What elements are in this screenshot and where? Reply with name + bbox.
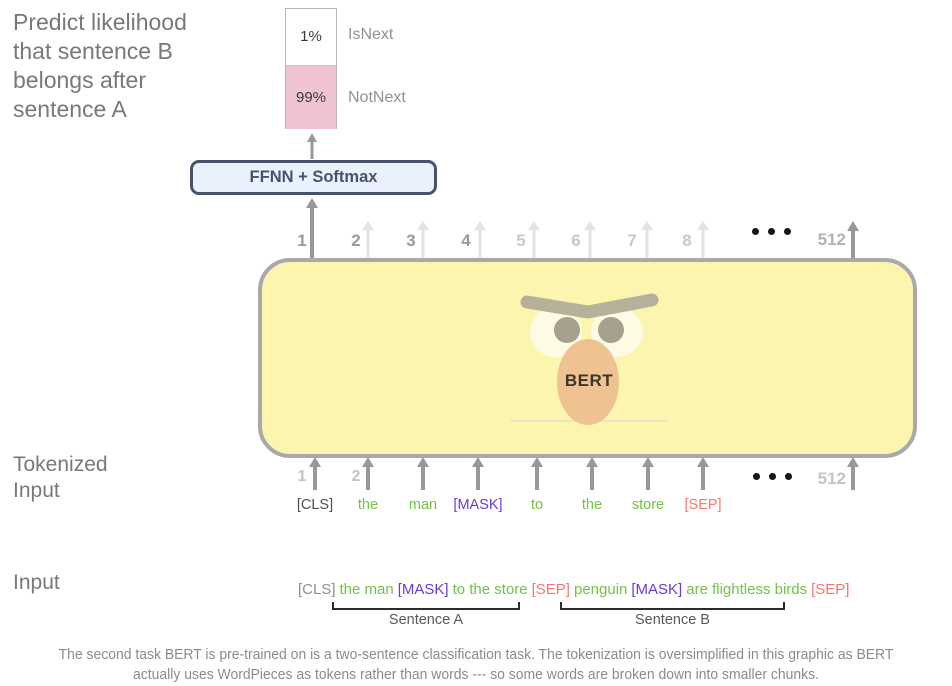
token-cls: [CLS] [296,497,334,513]
notnext-label: NotNext [348,89,406,106]
caption-line-2: actually uses WordPieces as tokens rathe… [133,666,819,683]
input-part-the-man: the man [339,581,394,598]
isnext-label: IsNext [348,26,394,43]
sentence-a-label: Sentence A [388,612,464,628]
top-position-6: 6 [571,231,581,250]
caption-line-1: The second task BERT is pre-trained on i… [58,646,894,663]
token-to: to [530,497,544,513]
top-position-1: 1 [297,231,307,250]
unibrow-icon [520,293,659,319]
tokenized-input-section-label: Tokenized Input [13,453,108,502]
top-position-2: 2 [351,231,361,250]
top-position-5: 5 [516,231,526,250]
notnext-probability: 99% [286,66,336,129]
token-store: store [631,497,665,513]
input-part-cls: [CLS] [298,581,336,598]
input-section-label: Input [13,571,60,594]
input-part-mask2: [MASK] [631,581,683,598]
top-position-3: 3 [406,231,416,250]
input-part-sep2: [SEP] [811,581,850,598]
bottom-position-512: 512 [817,469,846,488]
token-the1: the [357,497,379,513]
bert-label: BERT [564,371,614,390]
isnext-probability: 1% [286,9,336,66]
classifier-box: FFNN + Softmax [190,160,437,195]
left-pupil-icon [554,317,580,343]
bottom-position-2: 2 [351,468,361,485]
input-part-penguin: penguin [573,581,628,598]
right-pupil-icon [598,317,624,343]
input-part-mask1: [MASK] [397,581,449,598]
prediction-output-box: 1% 99% [285,8,337,129]
raw-input-sentence: [CLS]the man[MASK]to the store[SEP]pengu… [298,581,849,598]
top-position-4: 4 [461,231,471,250]
top-position-8: 8 [682,231,692,250]
input-part-flightless: are flightless birds [686,581,808,598]
page-title: Predict likelihood that sentence B belon… [13,9,187,122]
input-part-to-the-store: to the store [452,581,528,598]
sentence-a-bracket [332,602,520,610]
token-man: man [408,497,438,513]
top-position-512: 512 [817,230,846,249]
sentence-b-bracket [560,602,785,610]
input-part-sep1: [SEP] [531,581,570,598]
bottom-position-1: 1 [297,468,307,485]
top-position-7: 7 [627,231,637,250]
bert-face-illustration [510,293,667,425]
figure-caption: The second task BERT is pre-trained on i… [33,645,918,685]
token-the2: the [581,497,603,513]
token-mask: [MASK] [453,497,503,513]
token-sep: [SEP] [684,497,722,513]
sentence-b-label: Sentence B [635,612,710,628]
nose-icon [557,339,619,425]
